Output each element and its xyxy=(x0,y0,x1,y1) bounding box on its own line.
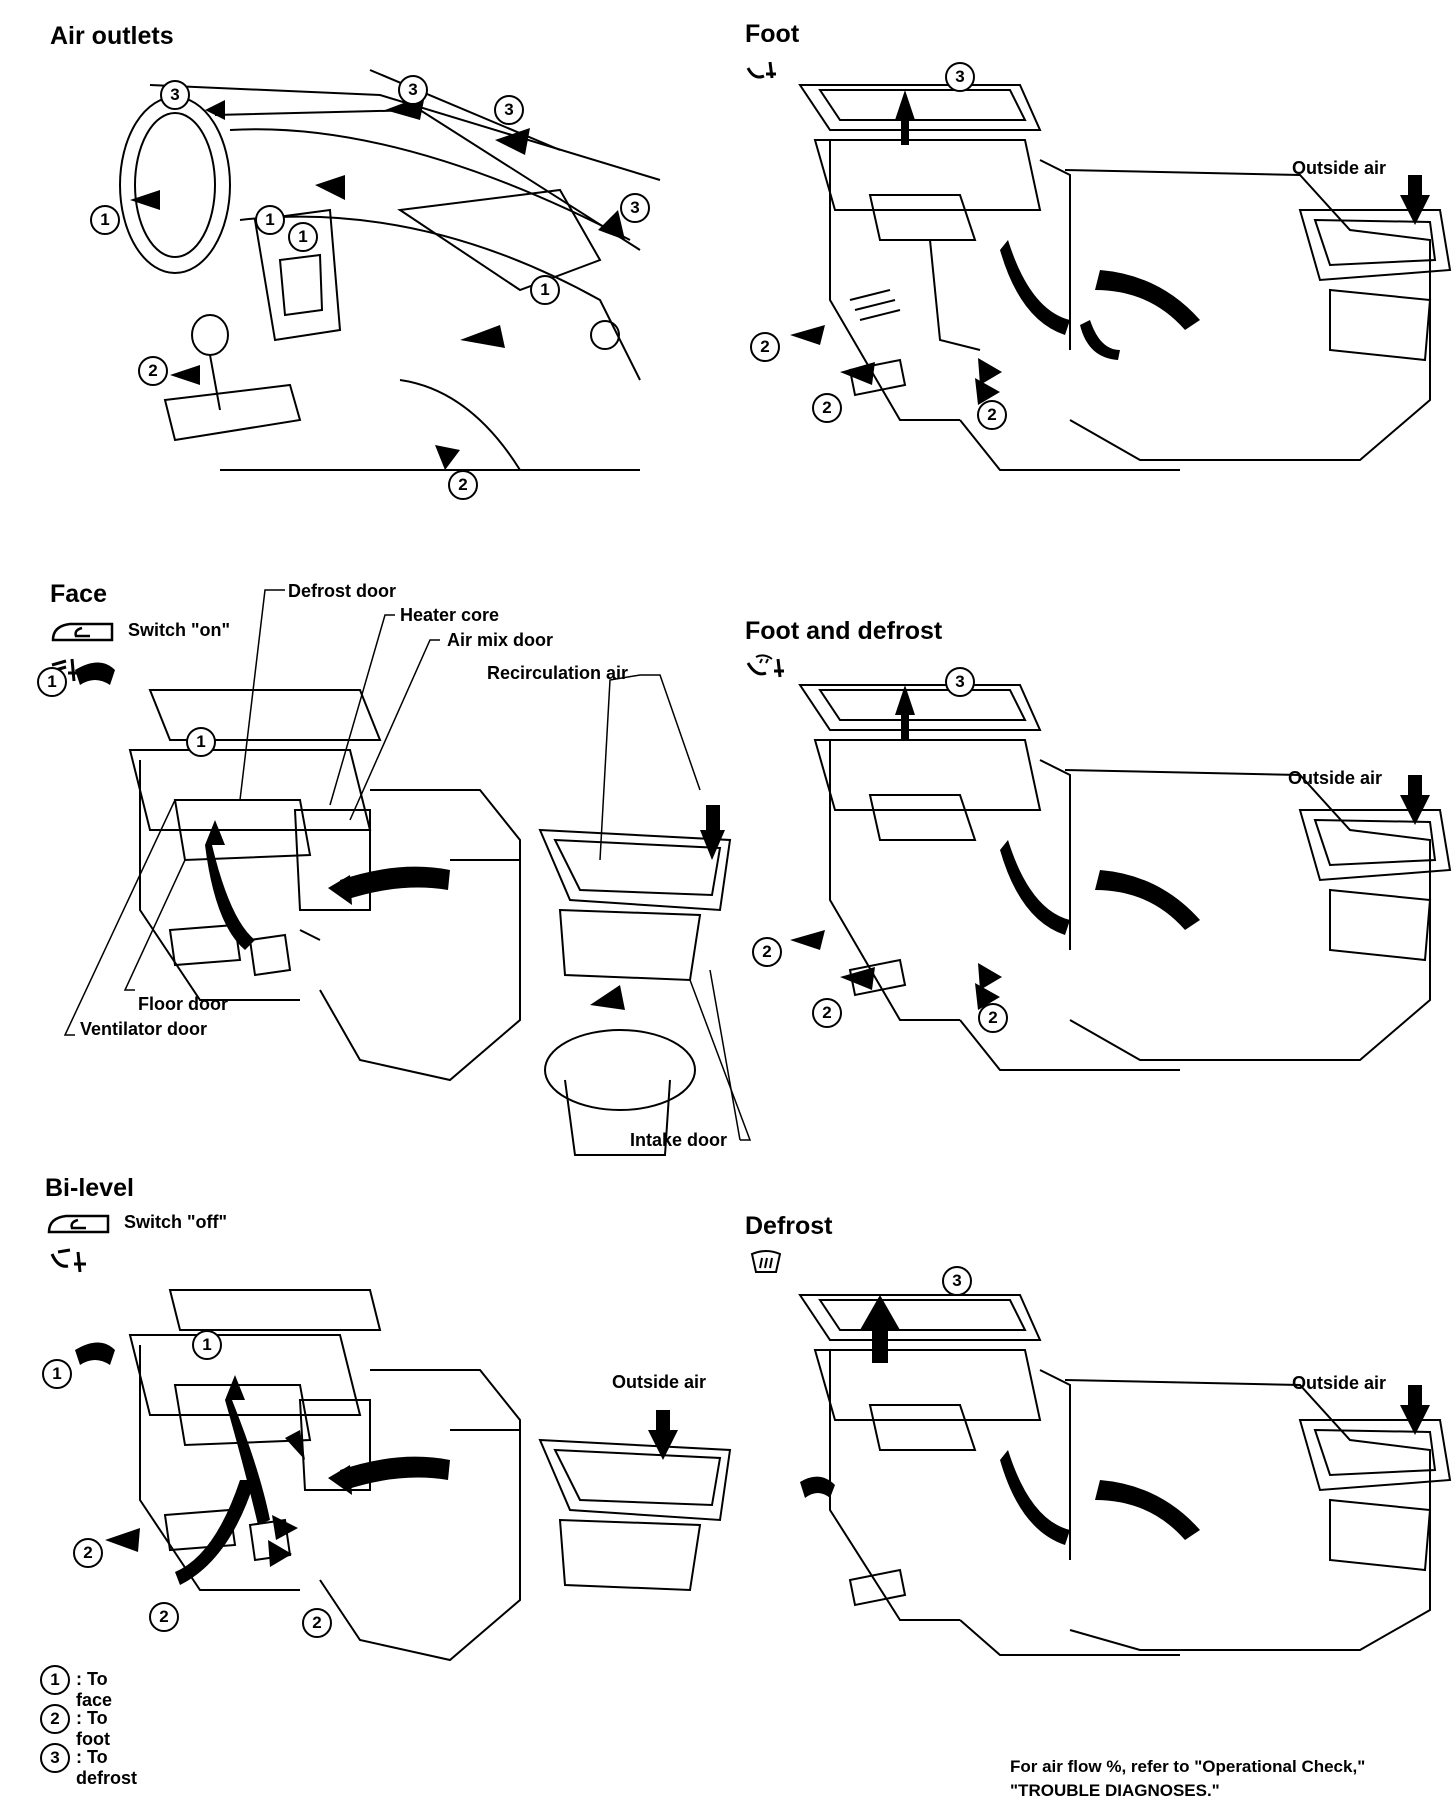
outside-air-label: Outside air xyxy=(1292,1373,1387,1393)
panel-foot-and-defrost: Foot and defrost xyxy=(740,605,1456,1105)
outside-air-label: Outside air xyxy=(1292,158,1387,178)
callout-2: 2 xyxy=(812,393,842,423)
hvac-unit-illustration xyxy=(798,1294,1452,1656)
switch-status-text: Switch "on" xyxy=(128,620,231,640)
hvac-unit-illustration xyxy=(790,684,1452,1071)
panel-title: Foot and defrost xyxy=(745,617,943,645)
foot-and-defrost-mode-icon xyxy=(746,654,784,678)
callout-3: 3 xyxy=(494,95,524,125)
panel-title: Face xyxy=(50,580,107,608)
switch-icon xyxy=(47,1214,110,1234)
ventilator-door-label: Ventilator door xyxy=(80,1019,208,1039)
callout-3: 3 xyxy=(945,667,975,697)
callout-3: 3 xyxy=(398,75,428,105)
defrost-mode-icon xyxy=(750,1250,782,1273)
footnote-line-1: For air flow %, refer to "Operational Ch… xyxy=(1010,1757,1366,1776)
hvac-unit-illustration xyxy=(63,589,752,1156)
callout-1: 1 xyxy=(255,205,285,235)
callout-2: 2 xyxy=(73,1538,103,1568)
callout-2: 2 xyxy=(750,332,780,362)
hvac-unit-illustration xyxy=(790,84,1452,471)
callout-3: 3 xyxy=(620,193,650,223)
footnote-line-2: "TROUBLE DIAGNOSES." xyxy=(1010,1781,1220,1800)
callout-2: 2 xyxy=(978,1003,1008,1033)
callout-1: 1 xyxy=(37,667,67,697)
panel-face: Face Switch "on" xyxy=(0,560,752,1160)
panel-bi-level: Bi-level Switch "off" xyxy=(0,1160,740,1662)
recirculation-air-label: Recirculation air xyxy=(487,663,629,683)
panel-defrost: Defrost Outside air 3 xyxy=(740,1200,1456,1660)
callout-2: 2 xyxy=(752,937,782,967)
callout-3: 3 xyxy=(945,62,975,92)
legend-number: 1 xyxy=(40,1665,70,1695)
defrost-door-label: Defrost door xyxy=(288,581,396,601)
panel-foot: Foot xyxy=(740,0,1456,500)
callout-1: 1 xyxy=(42,1359,72,1389)
panel-title: Air outlets xyxy=(50,22,174,50)
switch-icon xyxy=(51,622,114,642)
intake-door-label: Intake door xyxy=(630,1130,728,1150)
legend-number: 2 xyxy=(40,1704,70,1734)
callout-3: 3 xyxy=(160,80,190,110)
callout-2: 2 xyxy=(302,1608,332,1638)
panel-title: Defrost xyxy=(745,1212,833,1240)
callout-1: 1 xyxy=(288,222,318,252)
heater-core-label: Heater core xyxy=(400,605,500,625)
callout-1: 1 xyxy=(186,727,216,757)
callout-1: 1 xyxy=(192,1330,222,1360)
callout-2: 2 xyxy=(149,1602,179,1632)
legend-number: 3 xyxy=(40,1743,70,1773)
switch-status-text: Switch "off" xyxy=(124,1212,228,1232)
callout-3: 3 xyxy=(942,1266,972,1296)
callout-2: 2 xyxy=(977,400,1007,430)
callout-1: 1 xyxy=(90,205,120,235)
legend-text: : To defrost xyxy=(76,1747,138,1788)
outside-air-label: Outside air xyxy=(612,1372,707,1392)
hvac-unit-illustration xyxy=(75,1289,732,1662)
foot-mode-icon xyxy=(746,61,776,79)
callout-1: 1 xyxy=(530,275,560,305)
outside-air-label: Outside air xyxy=(1288,768,1383,788)
callout-2: 2 xyxy=(812,998,842,1028)
dashboard-illustration xyxy=(119,69,661,471)
bi-level-mode-icon xyxy=(50,1248,86,1273)
floor-door-label: Floor door xyxy=(138,994,228,1014)
panel-air-outlets: Air outlets xyxy=(0,0,700,500)
air-mix-door-label: Air mix door xyxy=(447,630,554,650)
panel-title: Foot xyxy=(745,20,800,48)
legend-text: : To foot xyxy=(76,1708,110,1749)
callout-2: 2 xyxy=(448,470,478,500)
legend-text: : To face xyxy=(76,1669,113,1710)
callout-2: 2 xyxy=(138,356,168,386)
panel-title: Bi-level xyxy=(45,1174,134,1202)
footnote: For air flow %, refer to "Operational Ch… xyxy=(1010,1755,1365,1803)
